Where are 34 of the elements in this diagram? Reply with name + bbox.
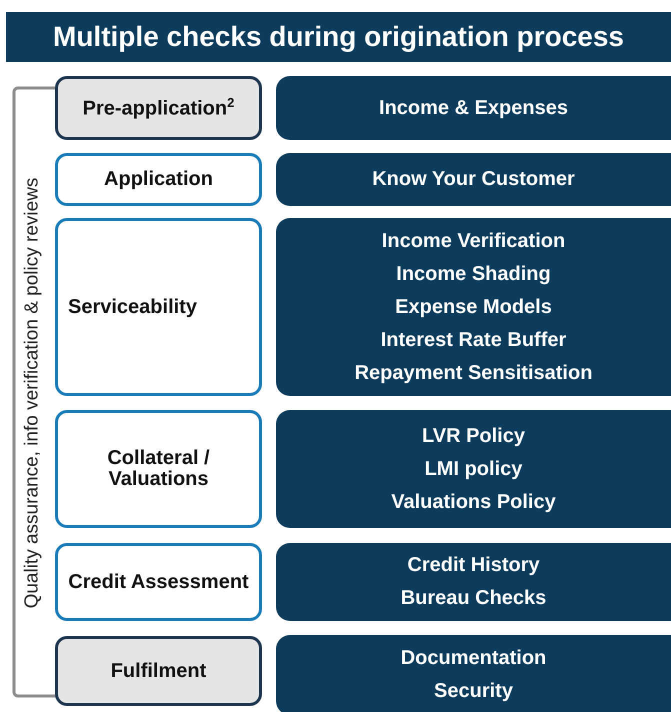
check-label: Documentation <box>400 646 546 671</box>
check-label: Repayment Sensitisation <box>354 360 592 386</box>
check-label: LVR Policy <box>422 424 525 448</box>
check-label: Valuations Policy <box>391 490 556 514</box>
check-box <box>276 635 671 712</box>
stage-label: Application <box>104 169 213 190</box>
check-box <box>276 543 671 621</box>
stage-label: Collateral / Valuations <box>106 448 211 490</box>
check-box <box>276 153 671 206</box>
check-box <box>276 410 671 528</box>
stage-box <box>55 153 262 206</box>
stage-label: Fulfilment <box>110 660 206 682</box>
check-label: Income Verification <box>382 228 566 254</box>
check-label: Credit History <box>407 553 540 578</box>
check-label: LMI policy <box>424 456 522 482</box>
check-label: Security <box>434 679 513 704</box>
check-label: Bureau Checks <box>400 586 546 611</box>
check-label: Income & Expenses <box>379 96 568 120</box>
check-box <box>276 76 671 140</box>
check-label: Income Shading <box>396 262 551 286</box>
stage-label: Serviceability <box>68 296 197 318</box>
check-label: Know Your Customer <box>372 167 575 192</box>
check-label: Expense Models <box>395 294 552 320</box>
side-label: Quality assurance, info verification & policy reviews <box>21 177 43 608</box>
stage-box <box>55 218 262 396</box>
stage-box <box>55 410 262 528</box>
stage-box <box>55 76 262 140</box>
check-box <box>276 218 671 396</box>
stage-box <box>55 543 262 621</box>
stage-label: Credit Assessment <box>68 572 249 592</box>
stage-label: Pre-application$^{2}$ <box>82 96 234 120</box>
title-banner: Multiple checks during origination process <box>6 12 671 62</box>
check-label: Interest Rate Buffer <box>380 328 566 352</box>
stage-box <box>55 636 262 706</box>
